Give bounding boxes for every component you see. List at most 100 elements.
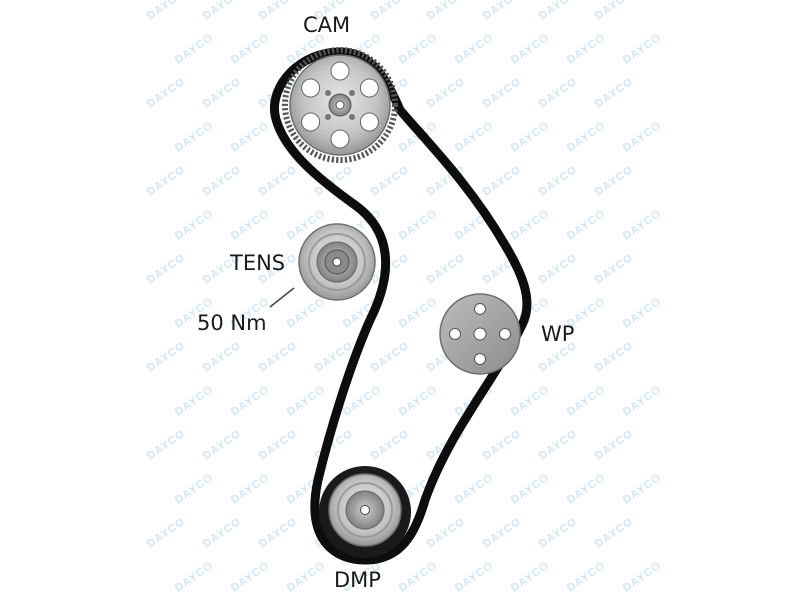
watermark-text: DAYCO	[229, 32, 272, 67]
watermark-text: DAYCO	[621, 560, 664, 595]
watermark-text: DAYCO	[145, 428, 188, 463]
watermark-text: DAYCO	[257, 0, 300, 22]
watermark-text: DAYCO	[565, 472, 608, 507]
watermark-text: DAYCO	[145, 0, 188, 22]
watermark-text: DAYCO	[369, 428, 412, 463]
watermark-text: DAYCO	[565, 32, 608, 67]
crankshaft-damper-pulley-icon	[319, 466, 411, 558]
watermark-text: DAYCO	[285, 296, 328, 331]
watermark-text: DAYCO	[621, 472, 664, 507]
watermark-text: DAYCO	[453, 472, 496, 507]
watermark-text: DAYCO	[369, 164, 412, 199]
watermark-text: DAYCO	[397, 208, 440, 243]
tens-label: TENS	[229, 251, 285, 275]
watermark-text: DAYCO	[537, 76, 580, 111]
watermark-text: DAYCO	[397, 560, 440, 595]
watermark-text: DAYCO	[481, 76, 524, 111]
watermark-text: DAYCO	[145, 76, 188, 111]
watermark-text: DAYCO	[537, 516, 580, 551]
watermark-text: DAYCO	[229, 560, 272, 595]
watermark-text: DAYCO	[145, 516, 188, 551]
watermark-text: DAYCO	[565, 560, 608, 595]
watermark-text: DAYCO	[593, 252, 636, 287]
watermark-text: DAYCO	[145, 340, 188, 375]
dmp-label: DMP	[334, 568, 381, 592]
watermark-text: DAYCO	[425, 516, 468, 551]
watermark-text: DAYCO	[397, 296, 440, 331]
watermark-text: DAYCO	[481, 164, 524, 199]
cam-bolt-hole	[349, 90, 355, 96]
watermark-text: DAYCO	[397, 384, 440, 419]
cam-label: CAM	[303, 13, 350, 37]
watermark-text: DAYCO	[509, 120, 552, 155]
watermark-text: DAYCO	[173, 560, 216, 595]
watermark-text: DAYCO	[593, 428, 636, 463]
watermark-text: DAYCO	[173, 472, 216, 507]
watermark-text: DAYCO	[593, 164, 636, 199]
watermark-text: DAYCO	[369, 340, 412, 375]
watermark-text: DAYCO	[509, 472, 552, 507]
watermark-text: DAYCO	[453, 560, 496, 595]
watermark-text: DAYCO	[565, 208, 608, 243]
cam-window	[301, 112, 321, 132]
tensioner-pulley-icon	[298, 223, 376, 301]
cam-bolt-hole	[325, 114, 331, 120]
watermark-text: DAYCO	[145, 164, 188, 199]
watermark-text: DAYCO	[173, 208, 216, 243]
watermark-text: DAYCO	[537, 252, 580, 287]
watermark-text: DAYCO	[285, 384, 328, 419]
watermark-text: DAYCO	[593, 516, 636, 551]
watermark-text: DAYCO	[201, 164, 244, 199]
watermark-text: DAYCO	[201, 516, 244, 551]
torque-label: 50 Nm	[197, 311, 267, 335]
watermark-text: DAYCO	[621, 120, 664, 155]
watermark-text: DAYCO	[425, 0, 468, 22]
watermark-text: DAYCO	[565, 120, 608, 155]
watermark-text: DAYCO	[509, 208, 552, 243]
watermark-text: DAYCO	[621, 384, 664, 419]
timing-belt	[269, 47, 532, 565]
cam-window	[330, 129, 350, 149]
watermark-text: DAYCO	[173, 120, 216, 155]
watermark-text: DAYCO	[537, 0, 580, 22]
watermark-text: DAYCO	[257, 164, 300, 199]
watermark-text: DAYCO	[201, 76, 244, 111]
cam-gear-pulley-icon	[282, 47, 398, 163]
cam-bolt-hole	[349, 114, 355, 120]
watermark-text: DAYCO	[537, 428, 580, 463]
cam-window	[359, 112, 379, 132]
watermark-text: DAYCO	[369, 0, 412, 22]
watermark-text: DAYCO	[481, 428, 524, 463]
watermark-text: DAYCO	[201, 428, 244, 463]
watermark-text: DAYCO	[453, 32, 496, 67]
watermark-text: DAYCO	[229, 472, 272, 507]
watermark-text: DAYCO	[565, 384, 608, 419]
watermark-text: DAYCO	[481, 516, 524, 551]
watermark-text: DAYCO	[257, 340, 300, 375]
watermark-text: DAYCO	[397, 32, 440, 67]
watermark-text: DAYCO	[229, 384, 272, 419]
watermark-text: DAYCO	[425, 252, 468, 287]
water-pump-pulley-icon	[439, 293, 521, 375]
watermark-text: DAYCO	[509, 32, 552, 67]
wp-label: WP	[541, 322, 574, 346]
watermark-text: DAYCO	[145, 252, 188, 287]
watermark-text: DAYCO	[621, 296, 664, 331]
watermark-text: DAYCO	[509, 560, 552, 595]
watermark-text: DAYCO	[173, 32, 216, 67]
watermark-text: DAYCO	[593, 0, 636, 22]
cam-window	[330, 61, 350, 81]
watermark-text: DAYCO	[229, 120, 272, 155]
watermark-text: DAYCO	[229, 208, 272, 243]
watermark-text: DAYCO	[481, 0, 524, 22]
watermark-text: DAYCO	[509, 384, 552, 419]
cam-bolt-hole	[325, 90, 331, 96]
watermark-text: DAYCO	[537, 164, 580, 199]
watermark-text: DAYCO	[593, 340, 636, 375]
cam-window	[359, 78, 379, 98]
watermark-text: DAYCO	[201, 0, 244, 22]
watermark-text: DAYCO	[201, 340, 244, 375]
torque-leader-line	[269, 287, 295, 308]
